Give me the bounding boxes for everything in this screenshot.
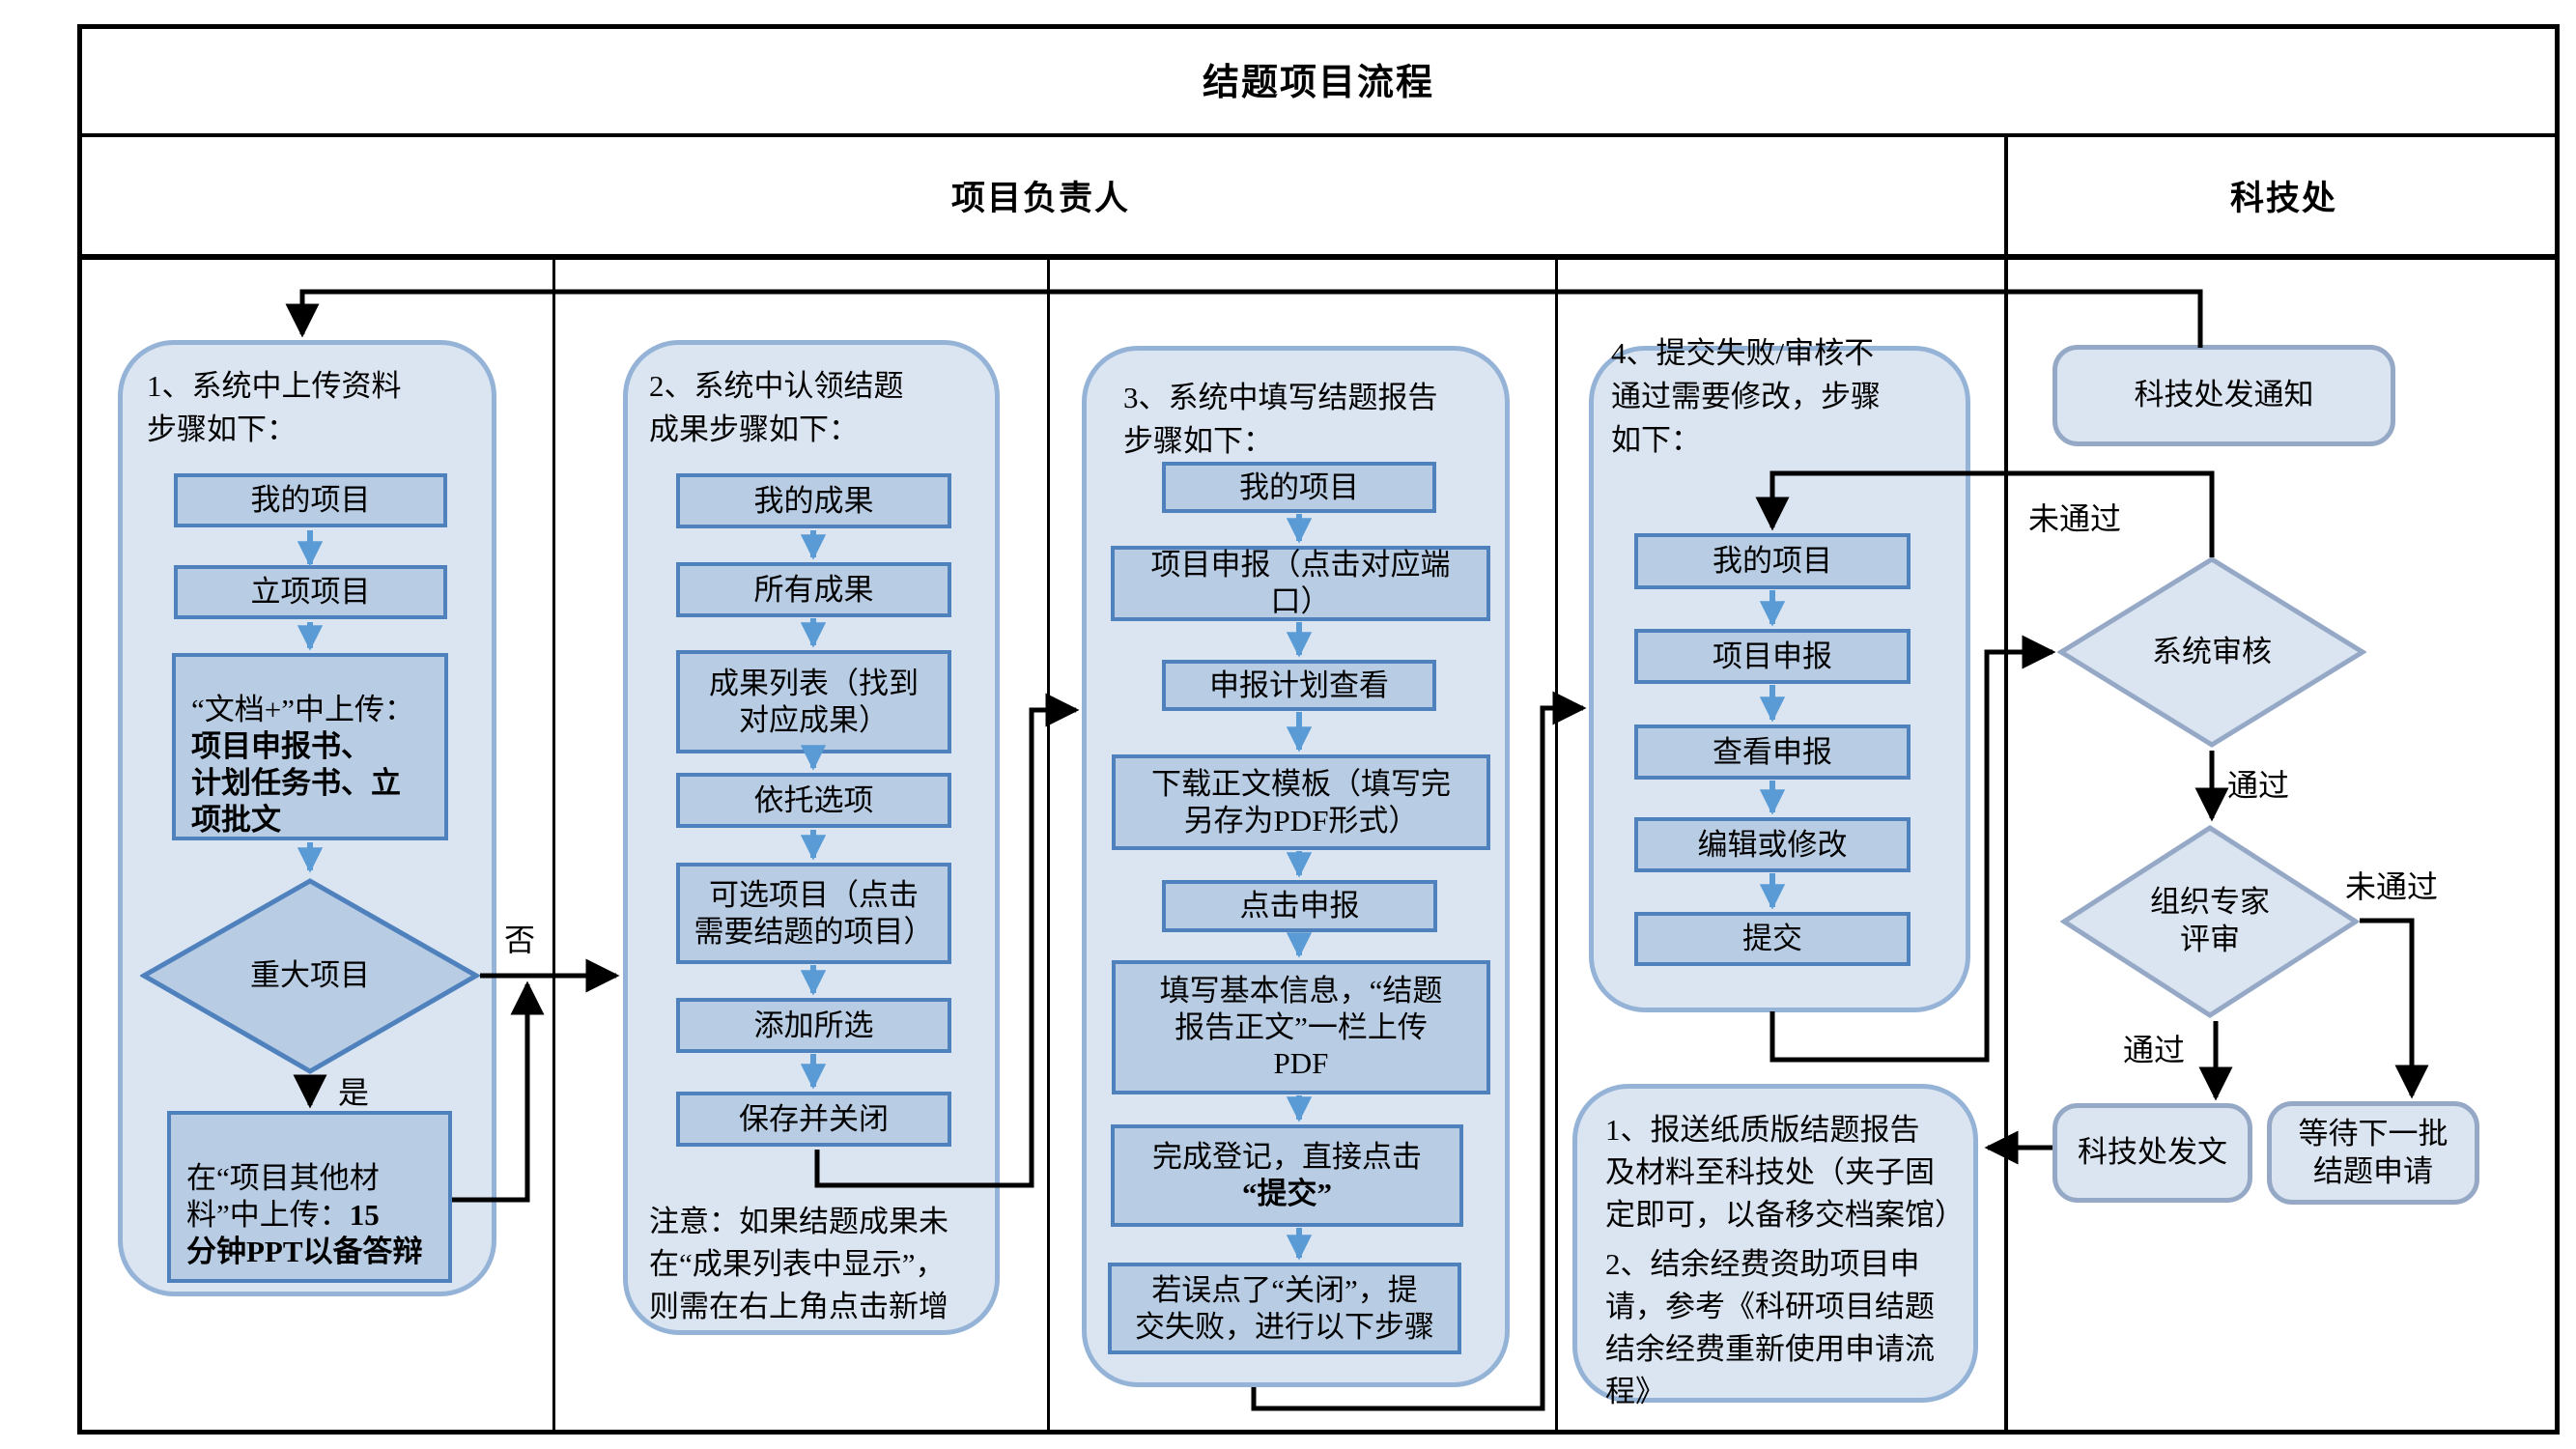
step-label: 我的项目 <box>250 483 371 518</box>
column-divider-3 <box>1555 260 1558 1435</box>
step-label: 若误点了“关闭”，提 交失败，进行以下步骤 <box>1135 1272 1434 1344</box>
step-submit: 提交 <box>1634 912 1911 966</box>
step-all-results: 所有成果 <box>676 562 951 617</box>
step-label: 添加所选 <box>753 1008 874 1042</box>
step-upload-ppt: 在“项目其他材 料”中上传：15 分钟PPT以备答辩 <box>167 1111 452 1283</box>
label-fail-system-review: 未通过 <box>2028 501 2122 536</box>
step-download-template: 下载正文模板（填写完 另存为PDF形式） <box>1112 754 1490 850</box>
step-label: 所有成果 <box>753 572 874 607</box>
step-label: 项目申报 <box>1713 639 1832 673</box>
step-my-projects-1: 我的项目 <box>174 473 447 527</box>
step-label: 我的项目 <box>1239 469 1359 504</box>
step-label: 成果列表（找到 对应成果） <box>709 666 919 737</box>
panel-paper-report-note <box>1572 1084 1978 1403</box>
label-pass-expert-review: 通过 <box>2123 1033 2186 1067</box>
step-label: 我的成果 <box>753 483 874 518</box>
step-label: 查看申报 <box>1713 734 1832 769</box>
step-selectable-projects: 可选项目（点击 需要结题的项目） <box>676 863 951 964</box>
page-title-text: 结题项目流程 <box>1202 63 1434 103</box>
step-label: 保存并关闭 <box>739 1101 889 1136</box>
lane-divider <box>2004 137 2008 1435</box>
panel2-title: 2、系统中认领结题 成果步骤如下： <box>649 369 904 446</box>
table-outer-border <box>77 24 2560 1435</box>
column-divider-1 <box>552 260 555 1435</box>
step-my-projects-4: 我的项目 <box>1634 533 1911 589</box>
step-label: “文档+”中上传： <box>191 693 415 727</box>
row-divider-title <box>77 133 2560 137</box>
step-approved-projects: 立项项目 <box>174 565 447 619</box>
step-upload-documents: “文档+”中上传：项目申报书、 计划任务书、立 项批文 <box>172 653 448 840</box>
step-reliance-option: 依托选项 <box>676 773 951 828</box>
panel4-title: 4、提交失败/审核不 通过需要修改，步骤 如下： <box>1611 336 1881 457</box>
step-label: 在“项目其他材 料”中上传： <box>186 1161 380 1232</box>
step-click-declare: 点击申报 <box>1162 880 1437 932</box>
step-label: 填写基本信息，“结题 报告正文”一栏上传 PDF <box>1159 973 1443 1081</box>
step-my-projects-3: 我的项目 <box>1162 462 1436 513</box>
step-project-declare-4: 项目申报 <box>1634 629 1911 684</box>
label-fail-expert-review: 未通过 <box>2345 869 2439 904</box>
kj-issue-document-box: 科技处发文 <box>2052 1103 2252 1203</box>
label-pass-system-review: 通过 <box>2227 768 2290 803</box>
step-edit-or-modify: 编辑或修改 <box>1634 817 1911 872</box>
step-project-declare-port: 项目申报（点击对应端 口） <box>1111 546 1490 621</box>
column-divider-2 <box>1047 260 1050 1435</box>
page-title: 结题项目流程 <box>77 24 2560 133</box>
step-label: 下载正文模板（填写完 另存为PDF形式） <box>1151 766 1451 838</box>
step-add-selected: 添加所选 <box>676 998 951 1053</box>
panel2-note: 注意：如果结题成果未 在“成果列表中显示”， 则需在右上角点击新增 <box>649 1205 948 1324</box>
step-label: 申报计划查看 <box>1209 668 1389 702</box>
step-label: 项目申报（点击对应端 口） <box>1150 548 1451 618</box>
step-label: 科技处发文 <box>2078 1135 2227 1170</box>
panel1-title: 1、系统中上传资料 步骤如下： <box>147 369 402 446</box>
step-mistaken-close: 若误点了“关闭”，提 交失败，进行以下步骤 <box>1108 1263 1461 1354</box>
step-view-declaration: 查看申报 <box>1634 724 1911 780</box>
step-label: 等待下一批 结题申请 <box>2298 1116 2449 1188</box>
step-label: 可选项目（点击 需要结题的项目） <box>694 877 934 949</box>
lane-header-project-leader: 项目负责人 <box>77 137 2004 254</box>
row-divider-header <box>77 254 2560 260</box>
note-surplus-funds: 2、结余经费资助项目申 请，参考《科研项目结题 结余经费重新使用申请流 程》 <box>1605 1247 1935 1409</box>
lane-right-label: 科技处 <box>2229 180 2337 217</box>
step-label-bold: 项目申报书、 计划任务书、立 项批文 <box>191 729 401 837</box>
step-label: 点击申报 <box>1239 889 1360 923</box>
step-fill-basic-info: 填写基本信息，“结题 报告正文”一栏上传 PDF <box>1112 960 1490 1094</box>
step-label: 依托选项 <box>753 782 874 817</box>
step-label: 编辑或修改 <box>1697 827 1848 862</box>
label-no: 否 <box>504 923 536 957</box>
step-label: 科技处发通知 <box>2134 378 2314 412</box>
note-paper-report: 1、报送纸质版结题报告 及材料至科技处（夹子固 定即可，以备移交档案馆） <box>1605 1113 1965 1233</box>
step-label-bold: 15 分钟PPT以备答辩 <box>186 1198 423 1268</box>
step-my-results: 我的成果 <box>676 473 951 528</box>
lane-left-label: 项目负责人 <box>950 180 1130 217</box>
kj-wait-next-batch-box: 等待下一批 结题申请 <box>2267 1101 2479 1205</box>
kj-notify-box: 科技处发通知 <box>2052 345 2395 446</box>
step-label: 提交 <box>1742 922 1802 956</box>
label-yes: 是 <box>338 1075 370 1110</box>
step-save-and-close: 保存并关闭 <box>676 1092 951 1147</box>
panel3-title: 3、系统中填写结题报告 步骤如下： <box>1123 381 1438 458</box>
lane-header-sci-tech-office: 科技处 <box>2008 137 2560 254</box>
step-label: 完成登记，直接点击 <box>1152 1140 1422 1175</box>
step-view-declare-plan: 申报计划查看 <box>1162 660 1436 711</box>
step-result-list: 成果列表（找到 对应成果） <box>676 650 951 753</box>
step-label-bold: “提交” <box>1242 1177 1332 1210</box>
step-finish-register-submit: 完成登记，直接点击 “提交” <box>1111 1124 1463 1227</box>
step-label: 立项项目 <box>250 575 371 610</box>
step-label: 我的项目 <box>1713 544 1832 579</box>
